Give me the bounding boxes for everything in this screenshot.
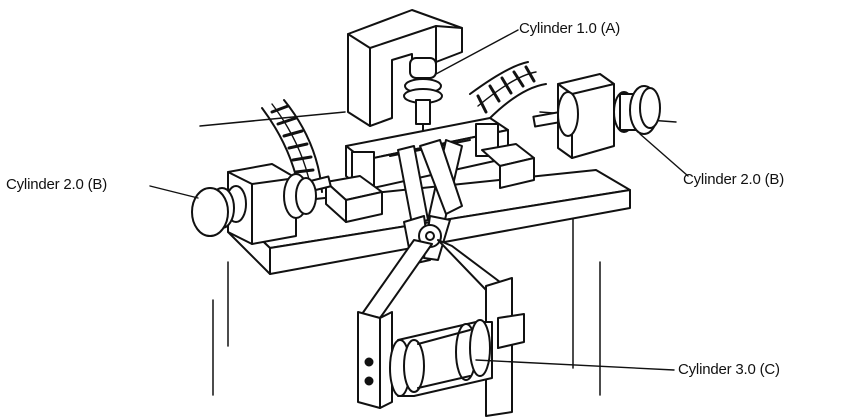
gripper-tongs bbox=[361, 139, 501, 349]
pusher-block-left bbox=[325, 175, 383, 223]
label-cylinder-b-right: Cylinder 2.0 (B) bbox=[683, 171, 785, 188]
label-cylinder-a: Cylinder 1.0 (A) bbox=[519, 20, 621, 37]
clamp-frame bbox=[347, 9, 463, 127]
cylinder-b-right bbox=[557, 73, 661, 159]
cylinder-c bbox=[389, 319, 493, 397]
label-cylinder-b-left: Cylinder 2.0 (B) bbox=[6, 176, 108, 193]
leader-lines bbox=[149, 29, 689, 371]
label-cylinder-c: Cylinder 3.0 (C) bbox=[678, 361, 780, 378]
lower-arm-left bbox=[357, 311, 393, 409]
conveyor-right bbox=[469, 61, 547, 121]
cylinder-b-left bbox=[191, 163, 317, 245]
cylinder-a bbox=[403, 57, 443, 135]
pusher-block-right bbox=[481, 143, 535, 189]
